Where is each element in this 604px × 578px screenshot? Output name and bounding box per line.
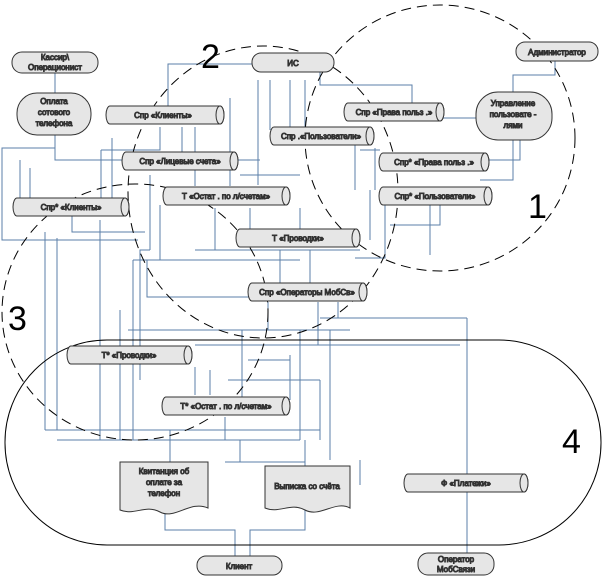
process-user-management-line-3: лями <box>504 121 523 130</box>
svg-text:Спр «Операторы МобСв»: Спр «Операторы МобСв» <box>259 288 355 297</box>
actor-operator-line-1: Оператор <box>438 555 475 564</box>
svg-text:Ф «Платежи»: Ф «Платежи» <box>441 479 491 488</box>
document-receipt-line-1: Квитанция об <box>139 467 190 476</box>
store-spr-users: Спр .«Пользователи» <box>269 126 375 146</box>
zone-label-2: 2 <box>201 38 220 76</box>
flow-lines <box>1 60 556 556</box>
actor-cashier: Кассир\ Операционист <box>11 51 99 74</box>
actor-operator: Оператор МобСвязи <box>417 552 495 576</box>
svg-text:Спр «Клиенты»: Спр «Клиенты» <box>134 111 192 120</box>
actor-cashier-line-1: Кассир\ <box>41 53 70 62</box>
svg-text:ИС: ИС <box>287 59 299 68</box>
svg-text:Спр* «Права польз .»: Спр* «Права польз .» <box>394 158 474 167</box>
zone-label-3: 3 <box>8 300 27 338</box>
store-spr-user-rights-2: Спр* «Права польз .» <box>378 152 490 172</box>
store-spr-clients: Спр «Клиенты» <box>105 105 225 125</box>
actor-admin: Администратор <box>515 41 599 62</box>
store-t-balances: Т «Остат . по л/счетам» <box>162 186 291 206</box>
process-user-management: Управление пользовате - лями <box>475 91 553 141</box>
svg-text:Т* «Проводки»: Т* «Проводки» <box>102 351 157 360</box>
store-spr-mobile-operators: Спр «Операторы МобСв» <box>247 282 368 302</box>
zone-labels: 1 2 3 4 <box>8 38 581 461</box>
actor-operator-line-2: МобСвязи <box>437 565 475 574</box>
store-t-postings: Т «Проводки» <box>235 228 361 248</box>
process-user-management-line-2: пользовате - <box>490 110 537 119</box>
actor-client: Клиент <box>196 555 283 576</box>
zone-label-4: 4 <box>562 423 581 461</box>
svg-text:Выписка со счёта: Выписка со счёта <box>274 482 340 491</box>
store-spr-clients-2: Спр* «Клиенты» <box>12 197 130 217</box>
store-t-postings-2: Т* «Проводки» <box>66 345 193 365</box>
process-user-management-line-1: Управление <box>491 99 536 108</box>
document-payment-receipt: Квитанция об оплате за телефон <box>119 461 209 515</box>
store-spr-accounts: Спр «Лицевые счета» <box>121 151 239 171</box>
process-pay-phone-line-3: телефона <box>36 119 73 128</box>
store-f-payments: Ф «Платежи» <box>403 473 529 493</box>
svg-text:Т «Проводки»: Т «Проводки» <box>272 234 324 243</box>
svg-text:Администратор: Администратор <box>528 48 586 57</box>
document-receipt-line-2: оплате за <box>146 478 183 487</box>
svg-text:Спр* «Клиенты»: Спр* «Клиенты» <box>41 203 102 212</box>
svg-text:Спр* «Пользователи»: Спр* «Пользователи» <box>394 192 476 201</box>
document-account-statement: Выписка со счёта <box>264 465 351 513</box>
store-is: ИС <box>251 52 335 73</box>
store-spr-user-rights: Спр «Права польз .» <box>343 102 445 122</box>
zone-3-boundary <box>1 183 269 441</box>
svg-text:Т* «Остат . по л/счетам»: Т* «Остат . по л/счетам» <box>180 402 272 411</box>
actor-cashier-line-2: Операционист <box>28 63 82 72</box>
zone-label-1: 1 <box>528 188 547 226</box>
store-t-balances-2: Т* «Остат . по л/счетам» <box>161 396 291 416</box>
document-receipt-line-3: телефон <box>148 489 180 498</box>
zone-boundaries <box>1 4 602 546</box>
store-spr-users-2: Спр* «Пользователи» <box>378 186 493 206</box>
svg-text:Спр «Права польз .»: Спр «Права польз .» <box>356 108 433 117</box>
svg-text:Клиент: Клиент <box>226 562 253 571</box>
svg-text:Т «Остат . по л/счетам»: Т «Остат . по л/счетам» <box>182 192 271 201</box>
process-pay-phone-line-2: сотового <box>38 108 71 117</box>
process-pay-phone: Оплата сотового телефона <box>16 92 92 136</box>
process-pay-phone-line-1: Оплата <box>40 97 68 106</box>
svg-text:Спр «Лицевые счета»: Спр «Лицевые счета» <box>139 157 221 166</box>
zone-4-boundary <box>4 339 602 546</box>
svg-text:Спр .«Пользователи»: Спр .«Пользователи» <box>281 132 362 141</box>
